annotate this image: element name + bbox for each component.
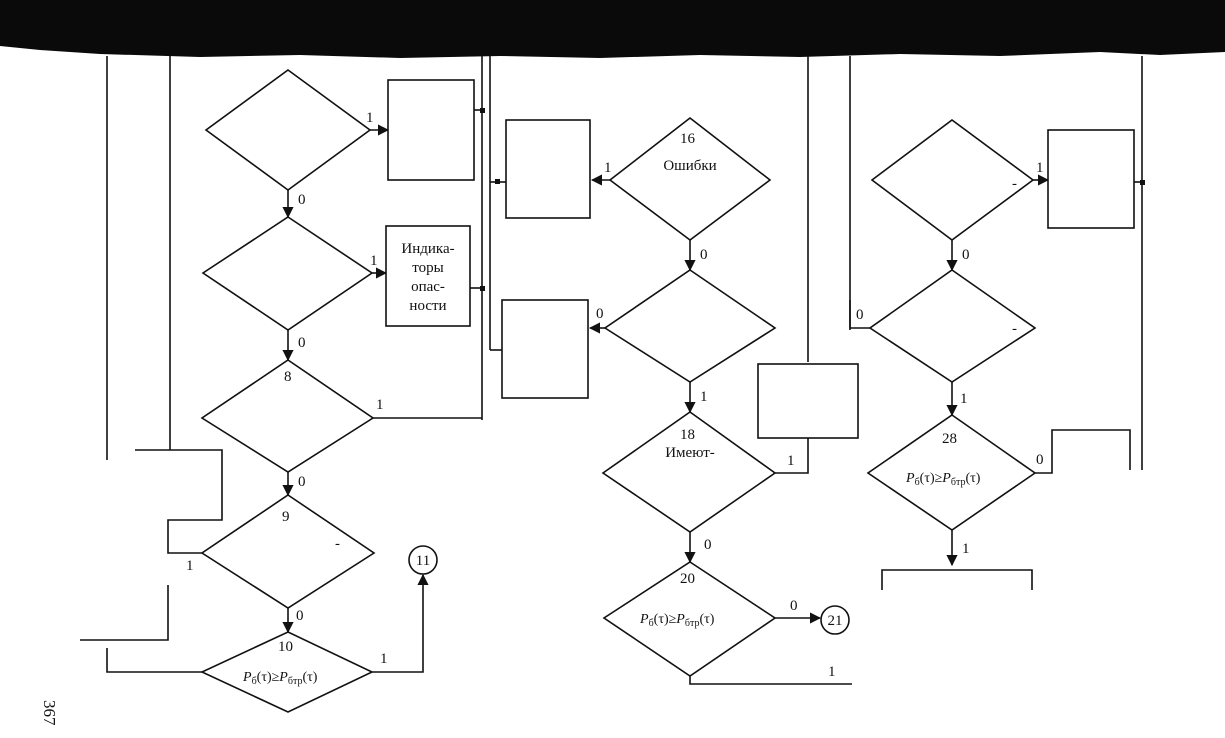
flow-line	[689, 676, 852, 685]
branch-label-0: 0	[700, 247, 708, 263]
branch-label-1: 1	[828, 664, 836, 680]
decision-9-hyphen: -	[335, 536, 340, 552]
block-number-9: 9	[282, 509, 290, 525]
indicators-line-3: опас-	[411, 279, 445, 295]
branch-label-0: 0	[296, 608, 304, 624]
connector-11-label: 11	[416, 553, 430, 569]
branch-label-0: 0	[1036, 452, 1044, 468]
branch-label-1: 1	[700, 389, 708, 405]
open-box-bottom-right	[881, 569, 1033, 590]
junction-dot	[480, 108, 485, 113]
branch-label-1: 1	[962, 541, 970, 557]
branch-label-0: 0	[856, 307, 864, 323]
block-number-8: 8	[284, 369, 292, 385]
branch-label-1: 1	[1036, 160, 1044, 176]
branch-label-0: 0	[298, 192, 306, 208]
decision-top-right	[870, 119, 1035, 241]
branch-label-1: 1	[380, 651, 388, 667]
block-number-18: 18	[680, 427, 695, 443]
branch-label-0: 0	[962, 247, 970, 263]
process-box-top-right	[1047, 129, 1135, 229]
top-dark-band	[0, 0, 1225, 58]
flow-line	[849, 300, 870, 329]
indicators-line-4: ности	[409, 298, 446, 314]
indicators-line-1: Индика-	[401, 241, 454, 257]
branch-label-1: 1	[787, 453, 795, 469]
junction-dot	[1140, 180, 1145, 185]
formula-p: P	[278, 670, 288, 685]
formula-10: Pб(τ)≥Pбтр(τ)	[242, 670, 318, 687]
process-box-right-of-18	[757, 363, 859, 439]
branch-label-1: 1	[960, 391, 968, 407]
branch-label-1: 1	[604, 160, 612, 176]
formula-sub: б	[915, 477, 920, 488]
formula-sub: бтр	[685, 618, 700, 629]
connector-21	[820, 605, 850, 635]
junction-dot	[480, 286, 485, 291]
formula-tau: (τ)	[257, 670, 272, 685]
branch-label-1: 1	[366, 110, 374, 126]
formula-tau: (τ)	[699, 612, 714, 627]
flow-line	[106, 648, 202, 673]
branch-label-0: 0	[298, 474, 306, 490]
branch-label-1: 1	[370, 253, 378, 269]
connector-21-label: 21	[828, 613, 843, 629]
block-number-20: 20	[680, 571, 695, 587]
block-number-10: 10	[278, 639, 293, 655]
decision-10	[200, 631, 374, 713]
branch-label-0: 0	[704, 537, 712, 553]
block-number-16: 16	[680, 131, 696, 147]
formula-28: Pб(τ)≥Pбтр(τ)	[905, 471, 981, 488]
formula-ge: ≥	[272, 670, 280, 685]
decision-right-middle	[868, 269, 1037, 383]
flow-line	[775, 438, 809, 474]
branch-label-1: 1	[186, 558, 194, 574]
formula-sub: б	[649, 618, 654, 629]
formula-sub: б	[252, 676, 257, 687]
formula-ge: ≥	[669, 612, 677, 627]
formula-tau: (τ)	[965, 471, 980, 486]
page-number: 367	[40, 700, 59, 726]
flow-line	[1035, 429, 1131, 474]
formula-20: Pб(τ)≥Pбтр(τ)	[639, 612, 715, 629]
formula-tau: (τ)	[920, 471, 935, 486]
branch-label-0: 0	[790, 598, 798, 614]
formula-p: P	[675, 612, 685, 627]
formula-p: P	[905, 471, 915, 486]
decision-top-right-hyphen: -	[1012, 176, 1017, 192]
formula-sub: бтр	[288, 676, 303, 687]
decision-top-left	[204, 69, 372, 191]
formula-p: P	[639, 612, 649, 627]
process-box-errors-target	[505, 119, 591, 219]
loop-line-d9	[135, 449, 223, 554]
junction-dot	[495, 179, 500, 184]
branch-label-0: 0	[298, 335, 306, 351]
formula-tau: (τ)	[302, 670, 317, 685]
process-box-middle	[501, 299, 589, 399]
formula-p: P	[242, 670, 252, 685]
process-box-top-left	[387, 79, 475, 181]
decision-right-middle-hyphen: -	[1012, 321, 1017, 337]
process-box-indicators	[385, 225, 471, 327]
formula-tau: (τ)	[654, 612, 669, 627]
loop-line-d10	[80, 585, 169, 641]
formula-sub: бтр	[951, 477, 966, 488]
decision-16-text: Ошибки	[663, 158, 716, 174]
decision-second-left	[201, 216, 374, 331]
flow-to-connector-11	[372, 573, 429, 673]
decision-18-text: Имеют-	[665, 445, 715, 461]
branch-label-0: 0	[596, 306, 604, 322]
decision-middle	[603, 269, 777, 383]
block-number-28: 28	[942, 431, 957, 447]
branch-label-1: 1	[376, 397, 384, 413]
formula-ge: ≥	[935, 471, 943, 486]
indicators-line-2: торы	[412, 260, 443, 276]
formula-p: P	[941, 471, 951, 486]
